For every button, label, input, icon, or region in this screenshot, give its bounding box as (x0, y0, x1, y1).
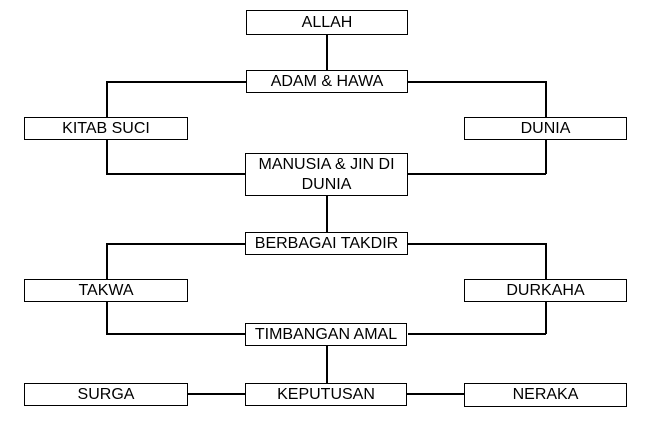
node-surga: SURGA (24, 383, 188, 406)
node-durkaha: DURKAHA (464, 279, 627, 302)
node-adam-hawa: ADAM & HAWA (246, 70, 408, 93)
node-timbangan-amal: TIMBANGAN AMAL (245, 323, 407, 346)
connector-manusia-berbagai (326, 196, 328, 232)
connector-dunia-manusia-vertical (545, 140, 547, 174)
connector-kitab-manusia-vertical (106, 140, 108, 174)
connector-berbagai-durkaha-vertical (545, 243, 547, 279)
connector-adam-dunia-vertical (545, 81, 547, 117)
connector-keputusan-neraka (407, 393, 464, 395)
connector-berbagai-takwa-vertical (106, 243, 108, 279)
connector-durkaha-timbangan-vertical (545, 302, 547, 334)
connector-adam-kitab-vertical (106, 81, 108, 117)
connector-berbagai-takwa-horizontal (106, 243, 245, 245)
connector-berbagai-durkaha-horizontal (408, 243, 546, 245)
node-neraka: NERAKA (464, 383, 627, 407)
node-kitab-suci: KITAB SUCI (24, 117, 188, 140)
node-keputusan: KEPUTUSAN (245, 383, 407, 406)
connector-allah-adam (326, 35, 328, 70)
connector-adam-kitab-horizontal (106, 81, 246, 83)
node-takwa: TAKWA (24, 279, 188, 302)
node-dunia: DUNIA (464, 117, 627, 140)
connector-kitab-manusia-horizontal (106, 173, 245, 175)
connector-surga-keputusan (188, 393, 245, 395)
node-manusia-jin-di-dunia: MANUSIA & JIN DI DUNIA (245, 153, 408, 196)
connector-timbangan-keputusan (326, 346, 328, 383)
connector-takwa-timbangan-horizontal (106, 333, 245, 335)
connector-adam-dunia-horizontal (408, 81, 546, 83)
connector-dunia-manusia-horizontal (408, 173, 546, 175)
node-berbagai-takdir: BERBAGAI TAKDIR (245, 232, 408, 255)
connector-durkaha-timbangan-horizontal (408, 333, 546, 335)
node-allah: ALLAH (246, 10, 408, 35)
connector-takwa-timbangan-vertical (106, 302, 108, 334)
